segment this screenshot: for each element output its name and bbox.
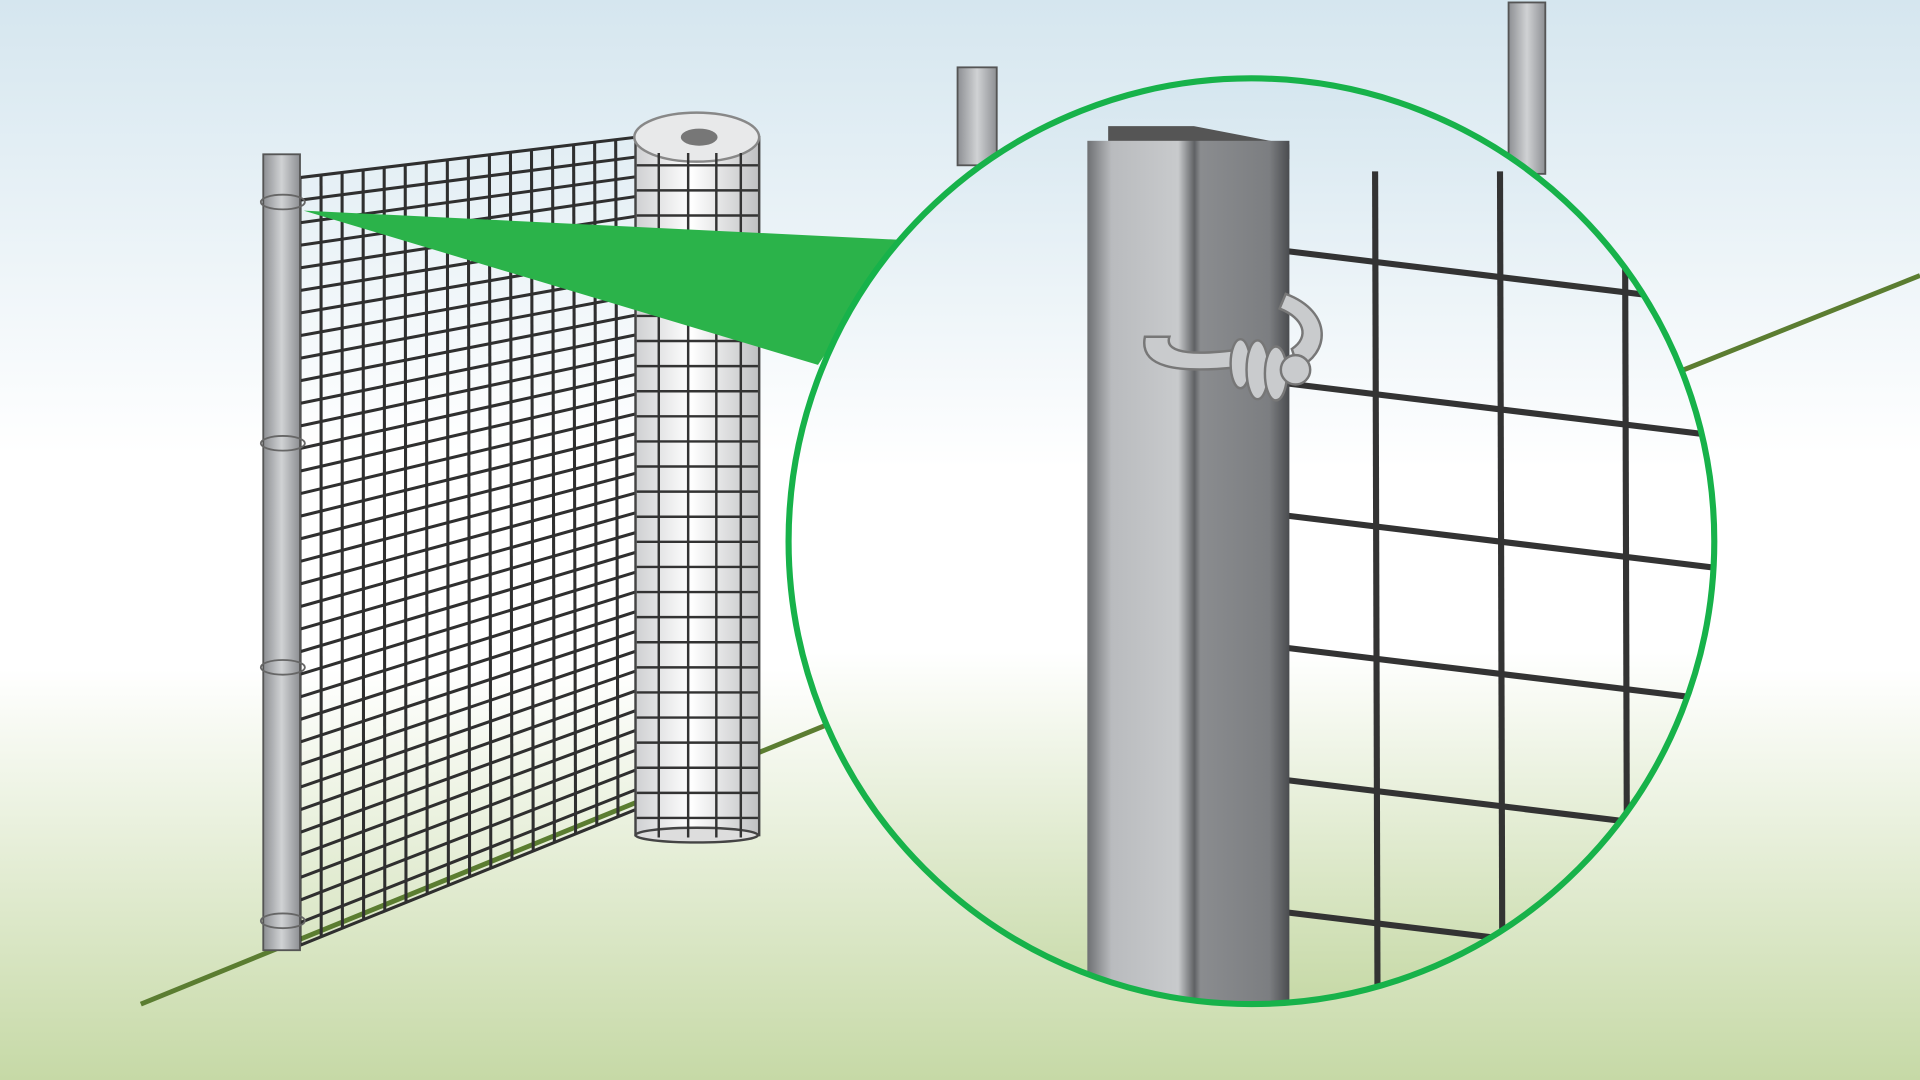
zoom-circle <box>785 75 1718 1008</box>
mesh-horizontal-wire <box>299 609 639 721</box>
left-post <box>259 153 306 952</box>
zoomed-horizontal-wire <box>1285 644 1715 706</box>
mesh-horizontal-wire <box>299 451 639 541</box>
mesh-horizontal-wire <box>299 668 640 789</box>
mesh-horizontal-wire <box>299 708 640 834</box>
mesh-horizontal-wire <box>299 510 639 609</box>
mesh-horizontal-wire <box>299 629 640 744</box>
far-right-post <box>1507 1 1547 175</box>
mesh-horizontal-wire <box>299 431 639 518</box>
roll-core <box>680 128 718 146</box>
mesh-horizontal-wire <box>299 411 639 496</box>
zoomed-vertical-wire <box>1372 171 1381 1005</box>
mesh-horizontal-wire <box>299 313 638 383</box>
mesh-horizontal-wire <box>299 767 640 902</box>
mesh-horizontal-wire <box>299 372 638 451</box>
wire-clip-icon <box>259 435 306 452</box>
wire-clip-icon <box>259 912 306 930</box>
mesh-horizontal-wire <box>299 135 637 180</box>
mesh-horizontal-wire <box>299 569 639 676</box>
mesh-horizontal-wire <box>299 333 638 405</box>
wire-roll <box>633 111 761 844</box>
mesh-horizontal-wire <box>299 727 640 857</box>
mesh-horizontal-wire <box>299 589 639 699</box>
mesh-horizontal-wire <box>299 747 640 879</box>
wire-clip-icon <box>259 193 306 211</box>
mesh-horizontal-wire <box>299 155 638 202</box>
mesh-horizontal-wire <box>299 806 640 947</box>
mesh-horizontal-wire <box>299 352 638 428</box>
mesh-horizontal-wire <box>299 787 640 925</box>
mesh-horizontal-wire <box>299 471 639 563</box>
mesh-horizontal-wire <box>299 648 640 767</box>
callout-pointer <box>303 210 904 365</box>
back-post <box>956 66 998 167</box>
mesh-horizontal-wire <box>299 490 639 586</box>
mesh-horizontal-wire <box>299 392 639 473</box>
wire-tie-icon <box>1143 292 1323 402</box>
zoom-circle-border <box>785 75 1718 1008</box>
mesh-horizontal-wire <box>299 688 640 812</box>
zoomed-vertical-wire <box>1496 171 1506 1005</box>
mesh-horizontal-wire <box>299 550 639 654</box>
zoomed-horizontal-wire <box>1285 512 1715 574</box>
zoomed-horizontal-wire <box>1285 380 1715 442</box>
wire-clip-icon <box>259 659 306 676</box>
zoomed-post <box>1087 126 1290 1005</box>
mesh-horizontal-wire <box>299 530 639 631</box>
mesh-horizontal-wire <box>299 293 638 360</box>
ground-line-right <box>1682 273 1920 373</box>
